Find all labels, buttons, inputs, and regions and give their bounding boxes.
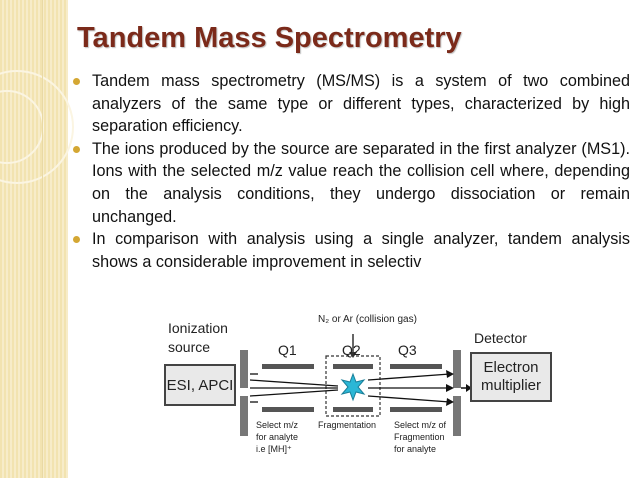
bullet-list: Tandem mass spectrometry (MS/MS) is a sy… bbox=[70, 70, 630, 273]
bullet-icon bbox=[73, 78, 80, 85]
bullet-text: In comparison with analysis using a sing… bbox=[92, 230, 630, 271]
detector-text: multiplier bbox=[480, 377, 541, 394]
detector-box: Electron multiplier bbox=[470, 352, 552, 402]
bullet-item: Tandem mass spectrometry (MS/MS) is a sy… bbox=[70, 70, 630, 138]
diagram-graphics bbox=[240, 334, 472, 436]
ion-source-box: ESI, APCI bbox=[164, 364, 236, 406]
slide-title: Tandem Mass Spectrometry bbox=[77, 22, 462, 54]
q1-note: Select m/z bbox=[256, 420, 299, 430]
ms-ms-diagram: N₂ or Ar (collision gas) Ionization sour… bbox=[158, 310, 558, 478]
ion-source-text: ESI, APCI bbox=[166, 376, 234, 394]
bullet-icon bbox=[73, 236, 80, 244]
q3-label: Q3 bbox=[398, 342, 417, 358]
q1-note: i.e [MH]⁺ bbox=[256, 444, 292, 454]
q3-note: Select m/z of bbox=[394, 420, 447, 430]
q1-note: for analyte bbox=[256, 432, 299, 442]
bullet-item: In comparison with analysis using a sing… bbox=[70, 228, 630, 273]
detector-text: Electron bbox=[483, 359, 539, 376]
q3-note: for analyte bbox=[394, 444, 437, 454]
bullet-icon bbox=[73, 145, 80, 153]
detector-label: Detector bbox=[474, 330, 527, 346]
bullet-text: Tandem mass spectrometry (MS/MS) is a sy… bbox=[92, 72, 630, 136]
ionization-label: Ionization bbox=[168, 320, 228, 336]
collision-gas-label: N₂ or Ar (collision gas) bbox=[318, 314, 417, 325]
q1-label: Q1 bbox=[278, 342, 297, 358]
q3-note: Fragmention bbox=[394, 432, 445, 442]
decorative-line bbox=[42, 0, 43, 478]
q2-label: Q2 bbox=[342, 342, 361, 358]
bullet-item: The ions produced by the source are sepa… bbox=[70, 138, 630, 228]
q2-note: Fragmentation bbox=[318, 420, 377, 430]
decorative-sidebar bbox=[0, 0, 74, 478]
bullet-text: The ions produced by the source are sepa… bbox=[92, 139, 630, 226]
ionization-label: source bbox=[168, 339, 211, 355]
